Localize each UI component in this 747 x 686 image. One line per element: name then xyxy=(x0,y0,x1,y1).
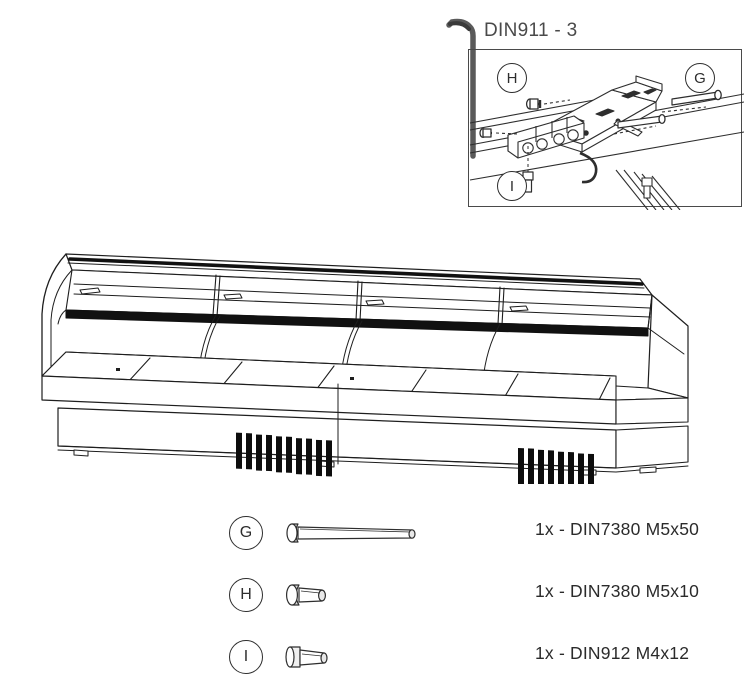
socket-head-cap-screw-icon xyxy=(285,646,328,668)
button-head-screw-short-icon xyxy=(286,584,326,606)
bracket-assembly-drawing xyxy=(469,75,744,210)
vent-grille-right xyxy=(518,448,594,484)
part-label-h: 1x - DIN7380 M5x10 xyxy=(535,581,700,601)
parts-list: G 1x - DIN7380 M5x50 H 1x - DIN7380 M5x1 xyxy=(0,505,747,686)
part-label-g: 1x - DIN7380 M5x50 xyxy=(535,519,700,539)
part-label-i: 1x - DIN912 M4x12 xyxy=(535,643,690,663)
part-badge-i: I xyxy=(229,640,263,674)
display-counter-illustration xyxy=(41,253,689,484)
callout-badge-h: H xyxy=(497,63,527,93)
detail-callout-panel: DIN911 - 3 xyxy=(446,18,744,210)
button-head-screw-long-icon xyxy=(286,523,416,543)
detail-panel-frame xyxy=(468,49,742,207)
vent-grille-left xyxy=(236,432,332,477)
callout-badge-i: I xyxy=(497,171,527,201)
parts-list-row: G 1x - DIN7380 M5x50 xyxy=(0,505,747,561)
parts-list-row: I 1x - DIN912 M4x12 xyxy=(0,629,747,685)
detail-panel-title: DIN911 - 3 xyxy=(484,20,578,41)
callout-badge-g: G xyxy=(685,63,715,93)
parts-list-row: H 1x - DIN7380 M5x10 xyxy=(0,567,747,623)
hex-key-icon xyxy=(446,18,476,159)
part-badge-h: H xyxy=(229,578,263,612)
part-badge-g: G xyxy=(229,516,263,550)
